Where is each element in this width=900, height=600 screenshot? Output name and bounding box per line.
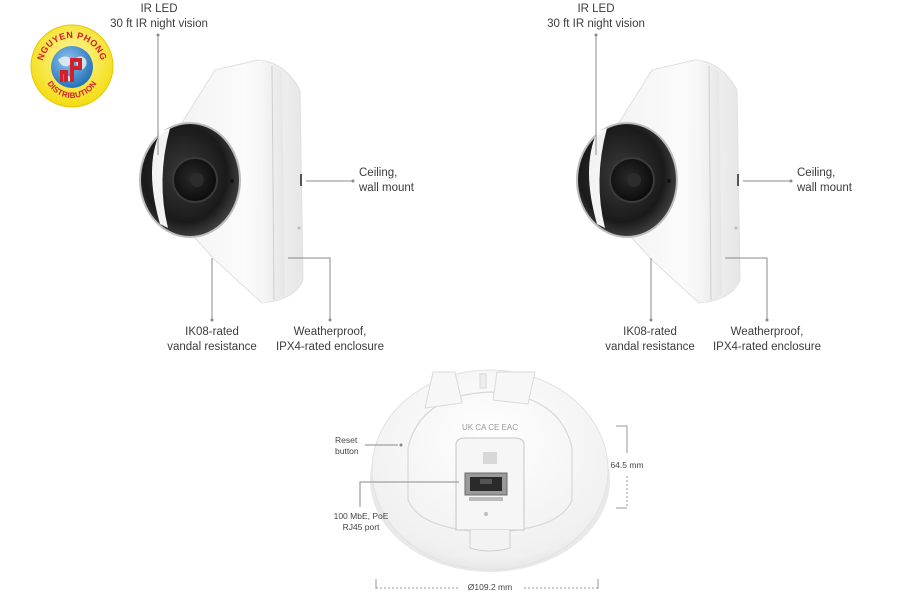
ir-led-subtitle: 30 ft IR night vision	[547, 18, 645, 30]
enclosure-label-1: Weatherproof, IPX4-rated enclosure	[275, 326, 385, 353]
leader-lines-2	[595, 35, 791, 320]
camera-side-view-2	[576, 59, 741, 304]
camera-bottom-view: UK CA CE EAC	[370, 369, 610, 572]
ir-led-label-1: IR LED 30 ft IR night vision	[100, 2, 218, 32]
brand-logo: NGUYEN PHONG DISTRIBUTION	[30, 24, 114, 108]
reset-button-label: Reset button	[335, 435, 359, 456]
leader-lines-1	[157, 35, 353, 320]
ir-led-subtitle: 30 ft IR night vision	[110, 18, 208, 30]
globe-logo-icon: NGUYEN PHONG DISTRIBUTION	[30, 24, 114, 108]
diameter-dimension-label: Ø109.2 mm	[458, 582, 522, 593]
enclosure-label-2: Weatherproof, IPX4-rated enclosure	[712, 326, 822, 353]
height-dimension-label: 64.5 mm	[610, 460, 644, 470]
svg-text:UK CA CE EAC: UK CA CE EAC	[462, 423, 518, 432]
mount-label-2: Ceiling, wall mount	[797, 167, 852, 194]
bottom-leader-lines	[359, 444, 459, 507]
camera-side-view-1	[139, 59, 304, 304]
rj45-port-label: 100 MbE, PoE RJ45 port	[333, 511, 389, 532]
dimension-lines	[376, 425, 628, 589]
mount-label-1: Ceiling, wall mount	[359, 167, 414, 194]
ir-led-title: IR LED	[140, 3, 178, 15]
vandal-label-1: IK08-rated vandal resistance	[167, 326, 257, 353]
ir-led-title: IR LED	[577, 3, 615, 15]
vandal-label-2: IK08-rated vandal resistance	[605, 326, 695, 353]
ir-led-label-2: IR LED 30 ft IR night vision	[537, 2, 655, 32]
